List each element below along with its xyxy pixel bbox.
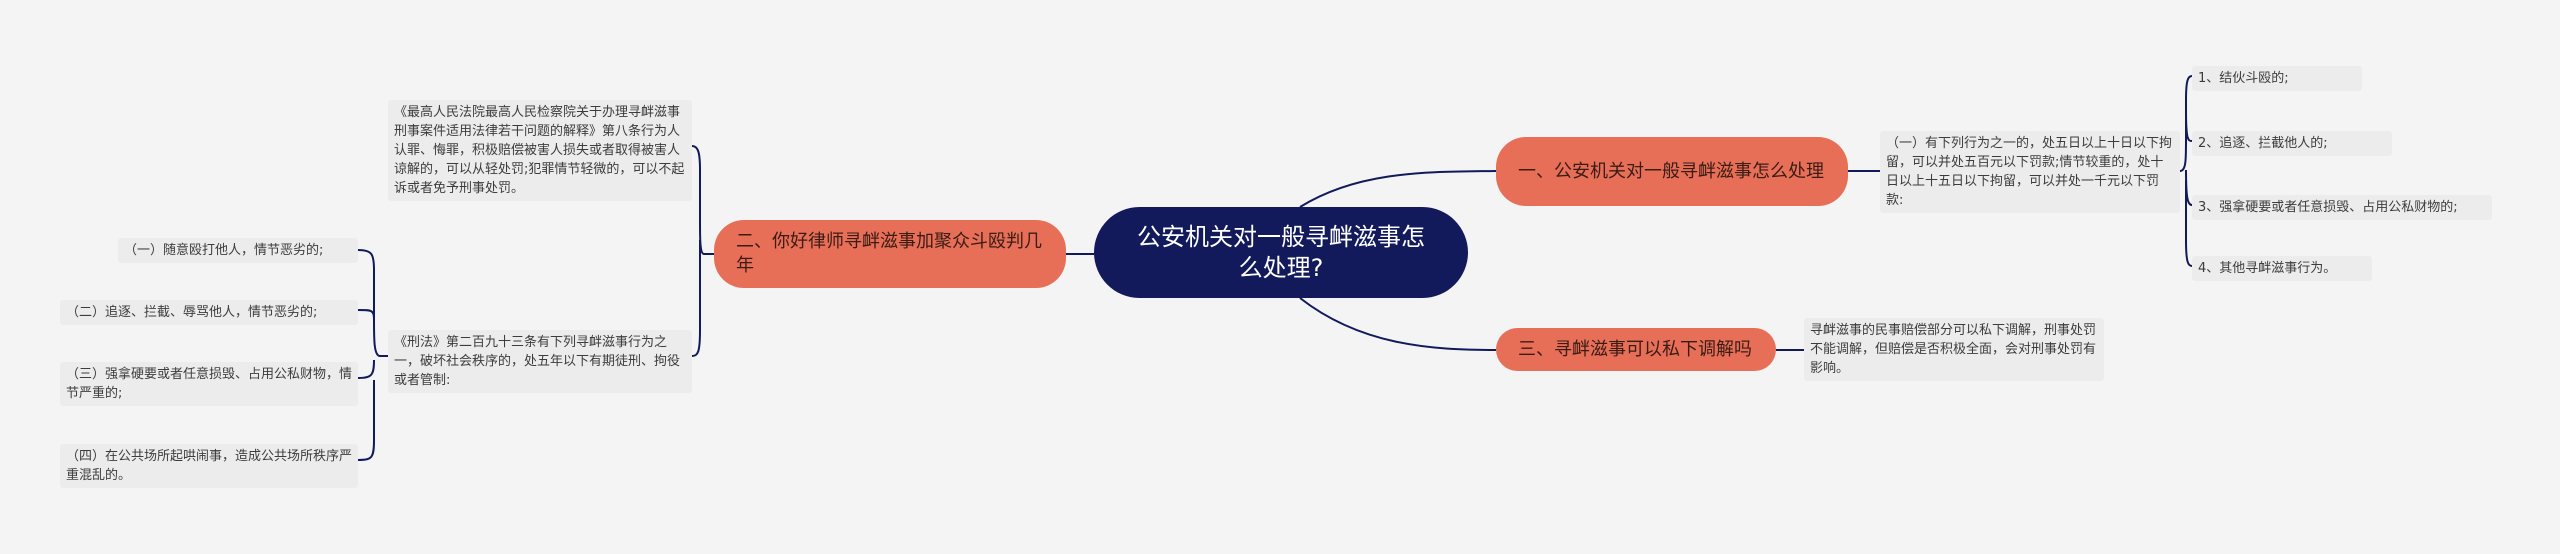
link-root-branch3 [1299, 297, 1497, 351]
branch-2[interactable]: 二、你好律师寻衅滋事加聚众斗殴判几年 [714, 220, 1066, 288]
bracket-branch2-details [691, 145, 714, 357]
branch-2-item-1[interactable]: （一）随意殴打他人，情节恶劣的; [118, 238, 358, 263]
branch-1-item-1[interactable]: 1、结伙斗殴的; [2192, 66, 2362, 91]
branch-1-item-4[interactable]: 4、其他寻衅滋事行为。 [2192, 256, 2372, 281]
branch-2-item-2[interactable]: （二）追逐、拦截、辱骂他人，情节恶劣的; [60, 300, 358, 325]
branch-2-detail-a[interactable]: 《最高人民法院最高人民检察院关于办理寻衅滋事刑事案件适用法律若干问题的解释》第八… [388, 100, 692, 201]
branch-3[interactable]: 三、寻衅滋事可以私下调解吗 [1496, 328, 1776, 371]
branch-1-detail[interactable]: （一）有下列行为之一的，处五日以上十日以下拘留，可以并处五百元以下罚款;情节较重… [1880, 131, 2180, 213]
root-topic[interactable]: 公安机关对一般寻衅滋事怎么处理? [1094, 207, 1468, 298]
link-root-branch1 [1299, 170, 1497, 208]
branch-3-detail[interactable]: 寻衅滋事的民事赔偿部分可以私下调解，刑事处罚不能调解，但赔偿是否积极全面，会对刑… [1804, 318, 2104, 381]
branch-1-item-3[interactable]: 3、强拿硬要或者任意损毁、占用公私财物的; [2192, 195, 2492, 220]
branch-2-item-3[interactable]: （三）强拿硬要或者任意损毁、占用公私财物，情节严重的; [60, 362, 358, 406]
branch-1[interactable]: 一、公安机关对一般寻衅滋事怎么处理 [1496, 137, 1848, 206]
branch-2-item-4[interactable]: （四）在公共场所起哄闹事，造成公共场所秩序严重混乱的。 [60, 444, 358, 488]
bracket-branch1-items [2179, 75, 2193, 267]
branch-2-detail-b[interactable]: 《刑法》第二百九十三条有下列寻衅滋事行为之一，破坏社会秩序的，处五年以下有期徒刑… [388, 330, 692, 393]
bracket-branch2-items [357, 249, 388, 461]
branch-1-item-2[interactable]: 2、追逐、拦截他人的; [2192, 131, 2392, 156]
